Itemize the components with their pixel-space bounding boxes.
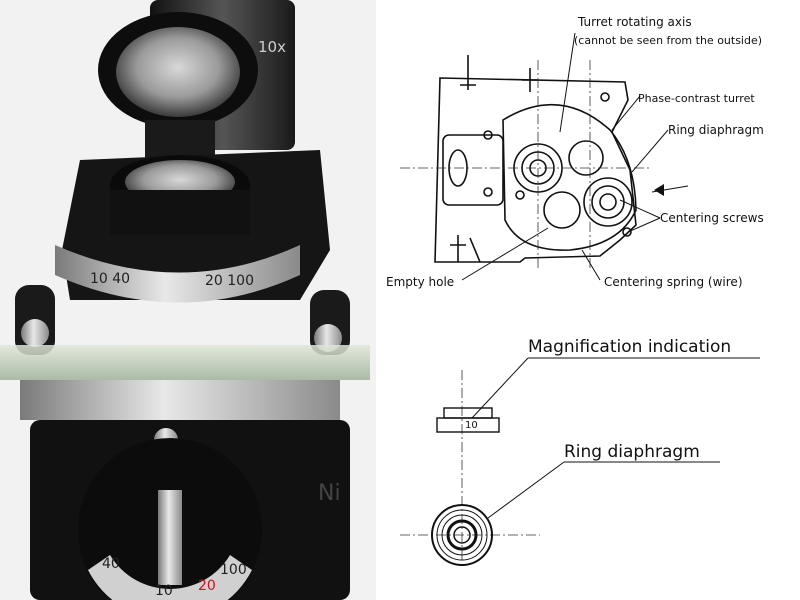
ring-diaphragm-front <box>431 504 493 566</box>
microscope-photo: 10x 10 40 20 100 Ni 40 10 20 100 <box>0 0 376 600</box>
dial-20: 20 <box>198 578 216 594</box>
empty-hole <box>543 191 581 229</box>
dial-40: 40 <box>102 556 120 572</box>
left-knob <box>21 319 49 347</box>
glass-slide <box>0 345 370 380</box>
ring-left-text: 10 40 <box>90 271 130 287</box>
label-turret-axis: Turret rotating axis <box>577 15 692 29</box>
dial-100: 100 <box>220 562 247 578</box>
ring-diaphragm-right <box>583 177 633 227</box>
dial-pointer <box>158 490 182 585</box>
label-ring-diaphragm-bottom: Ring diaphragm <box>564 442 700 462</box>
turret-housing-outline <box>434 77 637 263</box>
label-ring-diaphragm-top: Ring diaphragm <box>668 123 764 137</box>
graduated-ring <box>55 245 300 303</box>
mag-value-text: 10 <box>465 420 478 431</box>
ring-right-text: 20 100 <box>205 273 254 289</box>
flip-lens <box>116 27 240 117</box>
turret-diagram: 10 Turret rotating axis (cannot be seen … <box>386 15 764 566</box>
dial-10: 10 <box>155 583 173 599</box>
phase-turret-outline <box>502 103 637 251</box>
label-empty-hole: Empty hole <box>386 275 454 289</box>
eyepiece-label: 10x <box>258 38 286 56</box>
label-turret-axis-note: (cannot be seen from the outside) <box>574 34 762 47</box>
label-phase-turret: Phase-contrast turret <box>638 92 755 105</box>
label-centering-spring: Centering spring (wire) <box>604 275 743 289</box>
label-mag-indication: Magnification indication <box>528 337 731 357</box>
label-centering-screws: Centering screws <box>660 211 764 225</box>
stage-plate <box>20 380 340 420</box>
brand-text: Ni <box>318 481 341 506</box>
